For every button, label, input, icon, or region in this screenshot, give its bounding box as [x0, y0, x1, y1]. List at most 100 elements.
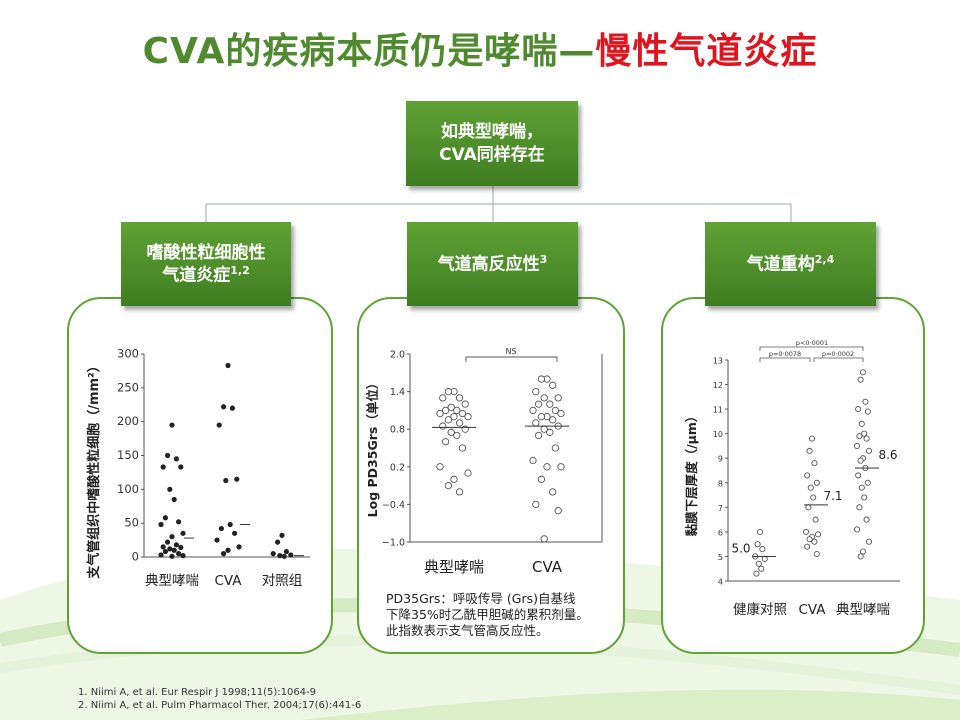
data-point — [811, 460, 818, 467]
data-point — [178, 464, 184, 470]
data-point — [804, 543, 811, 550]
y-tick-label: 50 — [124, 516, 139, 530]
data-point — [548, 416, 557, 424]
data-point — [173, 456, 179, 462]
data-point — [171, 496, 177, 503]
y-tick-label: 4 — [718, 578, 723, 587]
data-point — [861, 494, 868, 501]
data-point — [458, 409, 467, 418]
data-point — [275, 539, 281, 545]
data-point — [173, 542, 179, 548]
data-point — [756, 528, 764, 535]
ns-label: NS — [505, 347, 516, 356]
y-tick-label: 11 — [713, 406, 723, 415]
data-point — [856, 433, 863, 440]
data-point — [859, 369, 867, 376]
pd35-note-line2: 下降35%时乙酰甲胆碱的累积剂量。 — [386, 607, 589, 622]
data-point — [279, 532, 285, 538]
data-point — [160, 544, 166, 550]
category-label: 典型哮喘 — [145, 572, 199, 589]
data-point — [450, 475, 458, 483]
title-main: CVA的疾病本质仍是哮喘— — [142, 31, 596, 72]
data-point — [857, 376, 864, 383]
data-point — [532, 387, 540, 396]
data-point — [862, 398, 869, 405]
y-tick-label: 150 — [117, 448, 139, 462]
data-point — [548, 381, 557, 389]
data-point — [853, 442, 861, 449]
data-point — [225, 547, 231, 553]
data-point — [439, 422, 447, 430]
category-label: 典型哮喘 — [836, 601, 890, 618]
data-point — [753, 570, 760, 577]
data-point — [436, 463, 444, 471]
data-point — [761, 555, 768, 562]
data-point — [543, 463, 551, 471]
data-point — [458, 444, 467, 452]
chart1-ylabel: 支气管组织中嗜酸性粒细胞（/mm²） — [87, 359, 102, 579]
data-point — [540, 394, 548, 402]
box2-line1: 气道高反应性 — [437, 254, 540, 275]
y-tick-label: 13 — [713, 357, 723, 366]
top-box: 如典型哮喘， CVA同样存在 — [406, 101, 578, 186]
data-point — [441, 406, 450, 415]
data-point — [537, 475, 546, 483]
data-point — [234, 476, 240, 482]
data-point — [167, 546, 173, 552]
data-point — [444, 387, 453, 396]
data-point — [853, 526, 861, 533]
reference-1: 1. Niimi A, et al. Eur Respir J 1998;11(… — [78, 687, 317, 698]
box3-line1: 气道重构 — [746, 254, 815, 275]
data-point — [162, 548, 168, 555]
y-tick-label: −1.0 — [382, 538, 405, 549]
data-point — [165, 452, 171, 459]
data-point — [865, 447, 873, 454]
y-tick-label: 10 — [713, 430, 723, 439]
data-point — [858, 420, 865, 427]
data-point — [537, 413, 546, 421]
median-value-label: 5.0 — [731, 541, 750, 555]
data-point — [171, 547, 177, 553]
data-point — [806, 536, 813, 543]
data-point — [214, 537, 220, 543]
median-value-label: 7.1 — [823, 489, 842, 503]
data-point — [804, 472, 811, 479]
y-tick-label: 0.8 — [390, 425, 405, 436]
data-point — [169, 534, 175, 540]
data-point — [805, 504, 812, 511]
pvalue-label: p=0·0002 — [822, 350, 854, 358]
data-point — [855, 472, 862, 479]
data-point — [441, 438, 450, 446]
y-tick-label: 6 — [718, 528, 723, 537]
top-box-line2: CVA同样存在 — [439, 144, 545, 165]
data-point — [540, 535, 548, 543]
data-point — [554, 507, 562, 515]
data-point — [758, 565, 765, 572]
data-point — [551, 444, 560, 452]
data-point — [863, 516, 870, 523]
data-point — [447, 428, 455, 436]
data-point — [283, 548, 289, 555]
ns-bracket — [465, 356, 558, 362]
data-point — [180, 553, 186, 559]
page-title: CVA的疾病本质仍是哮喘—慢性气道炎症 — [0, 22, 960, 74]
y-tick-label: 100 — [117, 482, 139, 496]
data-point — [176, 519, 182, 525]
y-tick-label: 0 — [132, 550, 139, 564]
data-point — [225, 362, 231, 369]
data-point — [160, 464, 166, 470]
data-point — [216, 422, 222, 428]
box-airway-hyperresponsiveness: 气道高反应性3 — [407, 222, 578, 306]
y-tick-label: −0.4 — [382, 500, 405, 511]
data-point — [537, 375, 546, 383]
data-point — [529, 456, 537, 465]
data-point — [455, 488, 464, 496]
category-label: 健康对照 — [733, 601, 787, 618]
data-point — [864, 408, 871, 415]
data-point — [439, 394, 447, 402]
data-point — [755, 560, 762, 567]
data-point — [218, 525, 224, 532]
data-point — [227, 521, 233, 528]
